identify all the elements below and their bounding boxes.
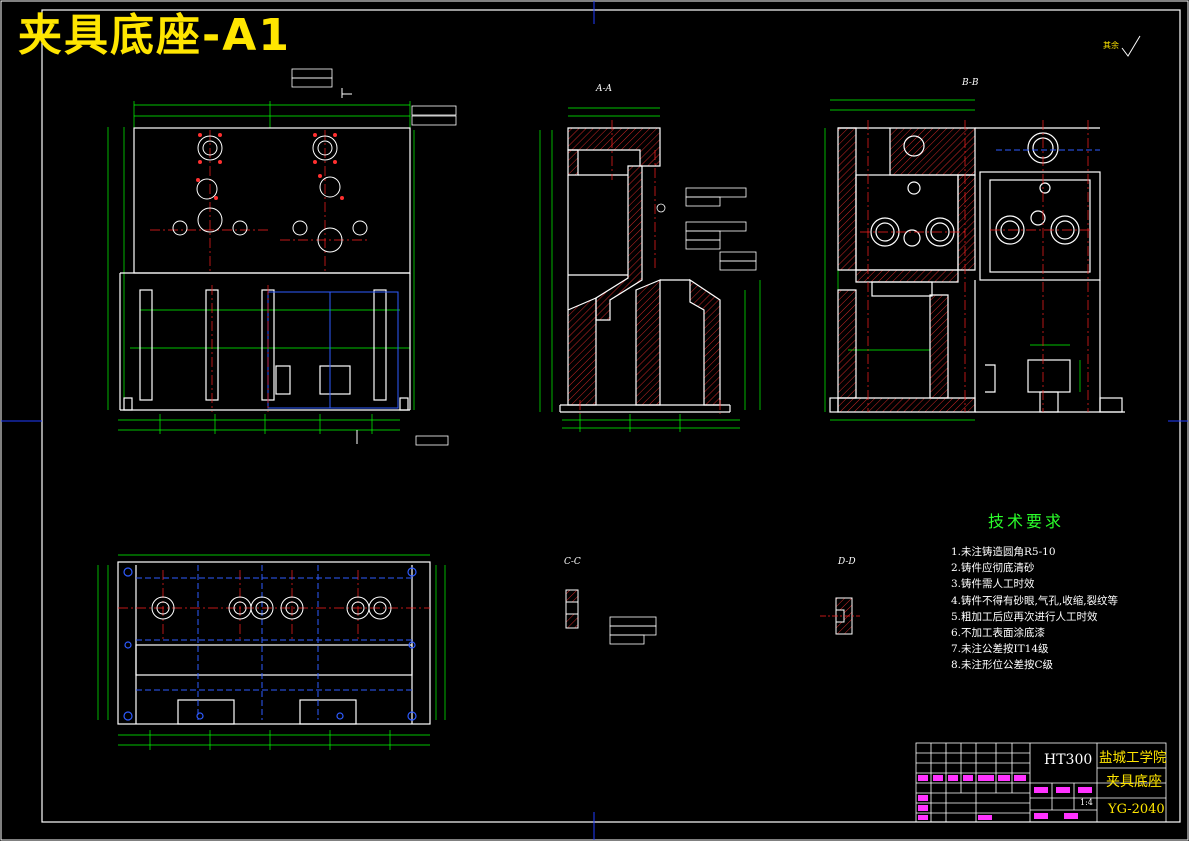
surface-roughness-symbol [1121,35,1141,57]
tech-item: 6.不加工表面涂底漆 [951,626,1046,639]
front-view-centerlines [150,130,370,412]
section-aa-hatch [567,127,721,406]
section-bb-centerlines [860,120,1090,412]
tech-item: 8.未注形位公差按C级 [951,659,1054,672]
section-aa-centerlines [579,120,721,414]
top-view-hidden-lines [136,565,412,720]
front-view-red-holes [196,133,344,200]
section-aa-label: A-A [596,84,613,94]
tech-item: 4.铸件不得有砂眼,气孔,收缩,裂纹等 [951,594,1119,607]
top-view-dimensions [97,554,446,750]
roughness-note: 其余 [1103,41,1119,50]
section-bb-hatch [837,127,976,413]
title-block-part-name: 夹具底座 [1106,774,1162,790]
section-aa-dimensions [539,107,761,432]
technical-requirements-title: 技术要求 [988,512,1065,531]
top-view-outline [117,561,431,725]
title-block-material: HT300 [1044,752,1093,768]
top-view-hole-groups [151,596,392,620]
tech-item: 3.铸件需人工时效 [951,578,1035,591]
tech-item: 5.粗加工后应再次进行人工时效 [951,610,1098,623]
title-block-scale: 1:4 [1080,798,1093,807]
title-block-school: 盐城工学院 [1099,750,1167,766]
section-cc-label: C-C [564,557,581,567]
front-view [107,68,457,446]
section-cc-view [565,589,657,645]
front-view-outline [119,127,411,411]
inner-frame [41,9,1181,823]
title-block [915,742,1167,823]
sheet-title: 夹具底座-A1 [18,10,291,61]
title-block-drawing-number: YG-2040 [1108,802,1165,817]
section-aa-outline [559,174,731,413]
tech-item: 2.铸件应彻底清砂 [951,562,1035,575]
section-dd-label: D-D [838,557,856,567]
section-bb-outline [829,127,1125,413]
front-view-tolerance-frames [291,68,457,446]
technical-requirements-list: 1.未注铸造圆角R5-10 2.铸件应彻底清砂 3.铸件需人工时效 4.铸件不得… [951,544,1118,674]
tech-item: 1.未注铸造圆角R5-10 [951,546,1056,558]
section-aa-tolerance-frames [656,187,757,271]
section-bb-view [824,99,1125,421]
front-view-hidden-lines [267,291,399,409]
section-dd-view [820,597,860,635]
front-view-section-arrow [341,88,358,444]
section-bb-label: B-B [962,78,979,88]
top-view-centerlines [118,570,430,640]
top-view [97,554,446,750]
top-view-mounting-holes [123,567,417,721]
section-aa-view [539,107,761,432]
front-view-holes [172,135,368,253]
tech-item: 7.未注公差按IT14级 [951,643,1049,656]
title-block-magenta-cells [918,775,1092,820]
front-view-dimensions [107,101,415,434]
